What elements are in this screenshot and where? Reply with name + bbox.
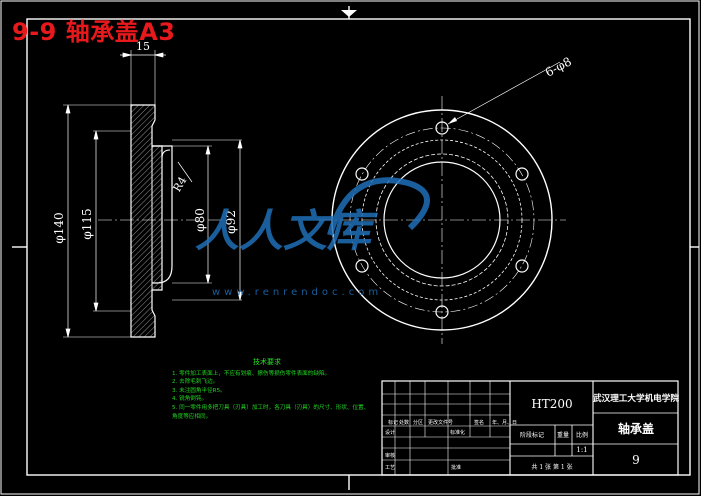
bolt-hole [515, 167, 529, 181]
holes-label: 6-φ8 [543, 54, 574, 79]
watermark-url: www.renrendoc.com [212, 287, 382, 298]
weight-label: 重量 [557, 431, 569, 439]
bolt-hole [355, 167, 369, 181]
row-label-mark: 标记 [388, 419, 398, 426]
side-section-view: 15 φ140 φ115 φ80 φ92 R4 [52, 40, 243, 338]
watermark-text: 人人文库 [195, 206, 378, 257]
bolt-hole [515, 259, 529, 273]
drawing-title: 9-9 轴承盖A3 [12, 18, 176, 46]
bolt-hole [435, 305, 449, 319]
row-label-change: 更改文件号 [428, 419, 453, 426]
tech-req-item: 角度等应相同。 [172, 413, 212, 420]
designer-label: 设计 [385, 429, 395, 436]
approve-label: 批准 [451, 464, 461, 471]
tech-req-title: 技术要求 [253, 358, 281, 366]
std-label: 标准化 [450, 429, 465, 436]
title-block [381, 380, 679, 476]
tech-req-item: 4. 锐角倒钝。 [172, 396, 208, 403]
drawing-number: 9 [632, 453, 640, 467]
review-label: 审核 [385, 452, 395, 459]
material-label: HT200 [531, 397, 572, 411]
part-name: 轴承盖 [618, 421, 654, 436]
watermark: 人人文库 www.renrendoc.com [195, 177, 430, 298]
bolt-holes [355, 121, 529, 319]
technical-requirements: 技术要求 1. 零件加工表面上，不应有划痕、擦伤等损伤零件表面的缺陷。 2. 去… [172, 358, 370, 421]
dim-dia-140-label: φ140 [52, 212, 66, 243]
school-name: 武汉理工大学机电学院 [593, 392, 679, 404]
title-block-text: HT200 武汉理工大学机电学院 轴承盖 9 阶段标记 重量 比例 1:1 共 … [385, 392, 679, 471]
dim-dia-115-label: φ115 [80, 208, 94, 239]
dim-dia-80-label: φ80 [193, 208, 207, 232]
front-view [318, 61, 566, 344]
row-label-sign: 签名 [474, 419, 484, 426]
tech-req-item: 2. 去除毛刺飞边。 [172, 379, 219, 386]
dim-width-label: 15 [136, 40, 150, 53]
scale-label: 比例 [576, 431, 588, 439]
row-label-count: 处数 [399, 419, 409, 426]
scale-value: 1:1 [576, 446, 587, 454]
bolt-hole [355, 259, 369, 273]
tech-req-item: 5. 同一零件用多把刀具（刃具）加工时，各刀具（刃具）的尺寸、形状、位置、 [172, 404, 370, 411]
dim-dia-92-label: φ92 [224, 210, 238, 234]
bolt-hole [435, 121, 449, 135]
dim-radius-label: R4 [171, 174, 190, 194]
craft-label: 工艺 [385, 465, 395, 471]
row-label-date: 年、月、日 [492, 419, 517, 426]
tech-req-item: 3. 未注圆角半径R5。 [172, 387, 226, 394]
section-hatch [130, 104, 163, 338]
tech-req-item: 1. 零件加工表面上，不应有划痕、擦伤等损伤零件表面的缺陷。 [172, 370, 331, 377]
stage-label: 阶段标记 [520, 431, 544, 439]
sheet-label: 共 1 张 第 1 张 [531, 463, 572, 471]
row-label-zone: 分区 [413, 419, 423, 426]
